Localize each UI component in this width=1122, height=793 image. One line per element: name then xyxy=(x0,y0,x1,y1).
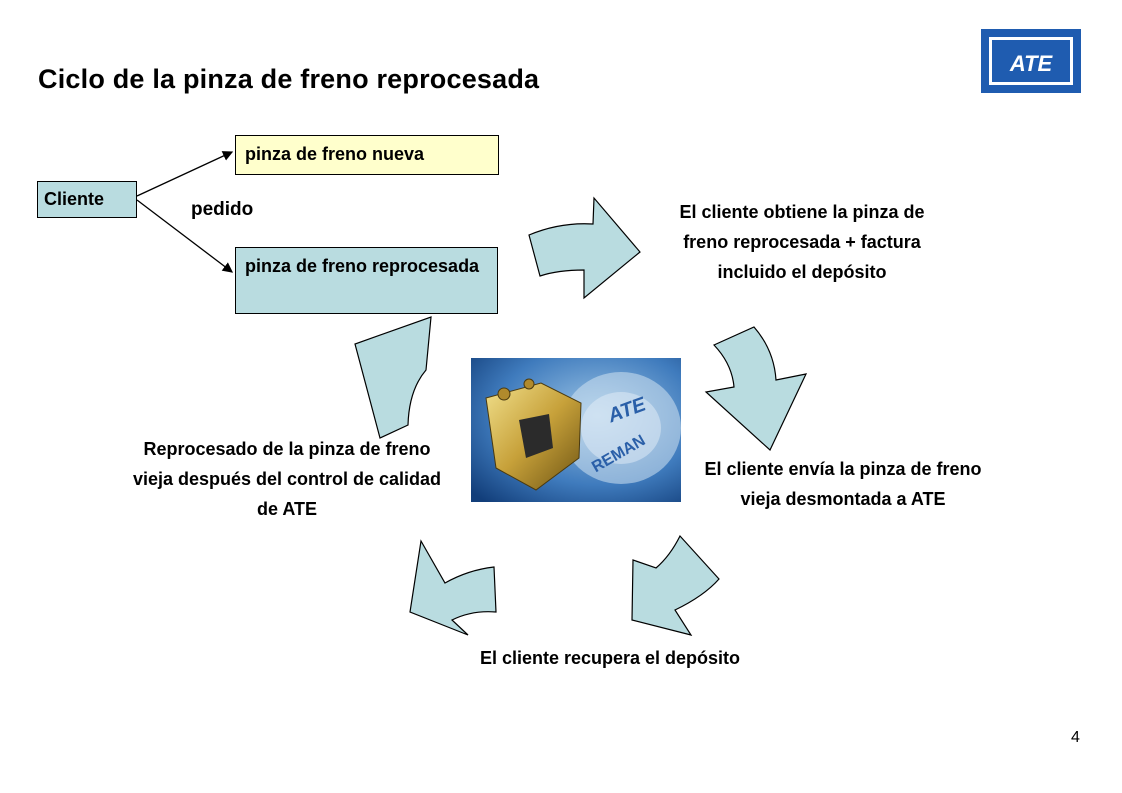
ate-logo: ATE xyxy=(981,29,1081,93)
client-box: Cliente xyxy=(37,181,137,218)
cycle-arrow-left xyxy=(409,539,497,636)
ate-logo-icon: ATE xyxy=(989,37,1073,85)
cycle-arrow-top xyxy=(528,196,641,300)
caliper-icon xyxy=(485,378,582,491)
logo-text: ATE xyxy=(1009,51,1054,76)
cycle-arrow-upleft xyxy=(354,316,432,439)
reman-caliper-box: pinza de freno reprocesada xyxy=(235,247,498,314)
cycle-arrow-bottom xyxy=(631,534,720,636)
connector-reman xyxy=(136,199,234,273)
page-number: 4 xyxy=(1071,729,1080,746)
caliper-photo: ATE REMAN xyxy=(471,358,681,502)
step-reprocessing: Reprocesado de la pinza de freno vieja d… xyxy=(132,439,442,519)
page-title: Ciclo de la pinza de freno reprocesada xyxy=(38,64,540,94)
step-customer-sends-old: El cliente envía la pinza de freno vieja… xyxy=(704,459,982,509)
new-caliper-box: pinza de freno nueva xyxy=(235,135,499,175)
step-deposit-refund: El cliente recupera el depósito xyxy=(479,648,741,668)
cycle-arrow-right xyxy=(704,326,808,451)
order-label: pedido xyxy=(191,199,254,220)
step-customer-receives: El cliente obtiene la pinza de freno rep… xyxy=(679,202,925,282)
connector-new xyxy=(136,151,234,197)
